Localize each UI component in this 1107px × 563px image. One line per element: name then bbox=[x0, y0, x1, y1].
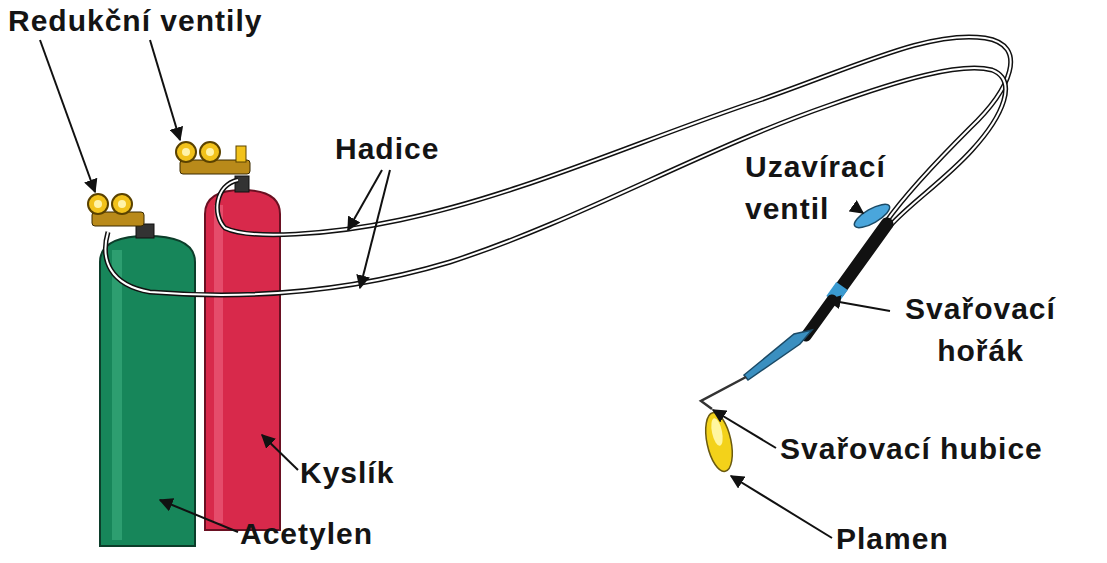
part-label: Uzavírací ventil bbox=[745, 146, 920, 230]
part-label: Plamen bbox=[836, 518, 949, 560]
part-label: Redukční ventily bbox=[8, 0, 262, 42]
oxygen-cylinder bbox=[205, 176, 280, 530]
oxygen-regulator bbox=[176, 142, 250, 174]
flame bbox=[701, 410, 737, 474]
part-label: Svařovací hořák bbox=[878, 288, 1083, 372]
welding-torch bbox=[701, 224, 887, 409]
acetylene-regulator bbox=[88, 194, 144, 226]
hoses bbox=[105, 37, 1010, 295]
shutoff-valve bbox=[851, 200, 893, 232]
part-label: Acetylen bbox=[240, 513, 373, 555]
leader-lines bbox=[40, 40, 890, 538]
part-label: Svařovací hubice bbox=[780, 428, 1043, 470]
part-label: Hadice bbox=[335, 128, 439, 170]
part-label: Kyslík bbox=[300, 452, 394, 494]
